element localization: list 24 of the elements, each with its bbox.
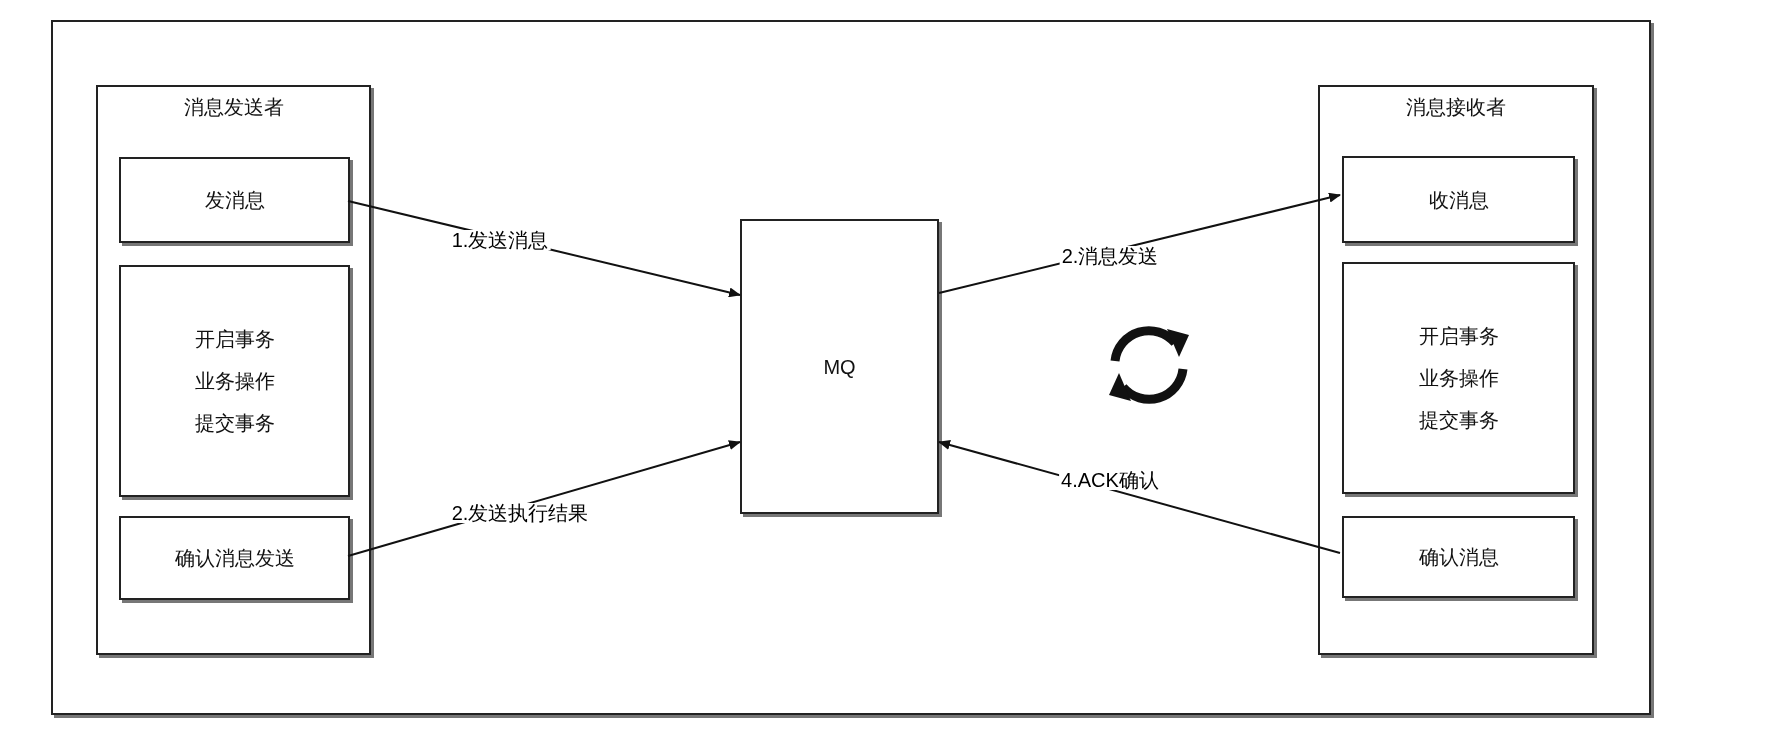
box-label: 发消息 xyxy=(204,190,265,210)
process-box xyxy=(1342,516,1575,598)
group-title: 消息发送者 xyxy=(183,97,284,117)
box-label: 业务操作 xyxy=(194,371,275,391)
process-box xyxy=(119,516,350,600)
container-box xyxy=(1318,85,1594,655)
box-label: 确认消息发送 xyxy=(174,548,295,568)
container-box xyxy=(96,85,371,655)
process-box xyxy=(119,265,350,497)
queue-box xyxy=(740,219,939,514)
box-label: 确认消息 xyxy=(1418,547,1499,567)
process-box xyxy=(1342,262,1575,494)
box-label: MQ xyxy=(823,356,856,377)
process-box xyxy=(119,157,350,243)
edge-label: 4.ACK确认 xyxy=(1059,470,1161,490)
box-label: 提交事务 xyxy=(194,413,275,433)
box-label: 提交事务 xyxy=(1418,410,1499,430)
box-label: 开启事务 xyxy=(1418,326,1499,346)
box-label: 开启事务 xyxy=(194,329,275,349)
box-label: 业务操作 xyxy=(1418,368,1499,388)
process-box xyxy=(1342,156,1575,243)
box-label: 收消息 xyxy=(1428,189,1489,210)
arrow xyxy=(938,440,1341,554)
group-title: 消息接收者 xyxy=(1406,97,1506,117)
